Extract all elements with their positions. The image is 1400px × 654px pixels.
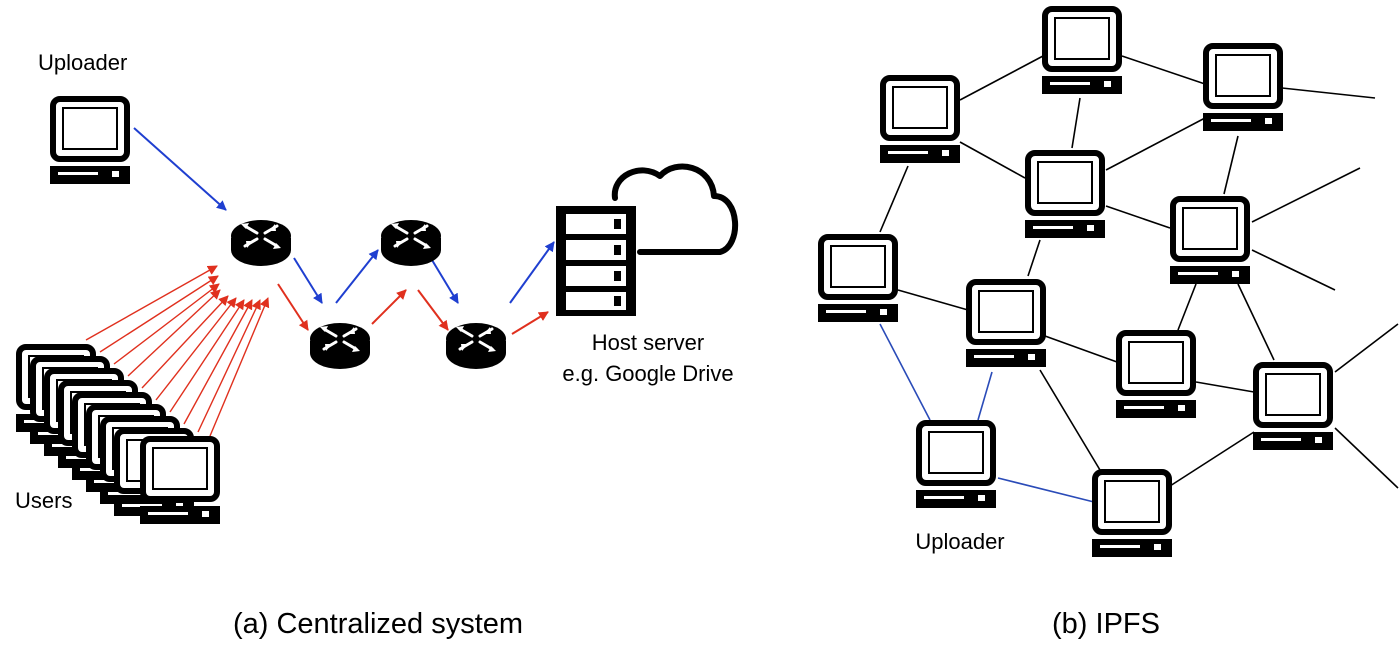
- peer-computer-icon: [1042, 9, 1122, 94]
- peer-computer-icon: [1092, 472, 1172, 557]
- server-rack-icon: [556, 206, 636, 316]
- download-path-arrows: [277, 283, 549, 335]
- router-icon: [444, 321, 508, 371]
- router-icon: [308, 321, 372, 371]
- user-request-lines: [85, 265, 270, 437]
- peer-computer-icon: [1170, 199, 1250, 284]
- user-computer-icon: [140, 439, 220, 524]
- peer-computer-icon: [966, 282, 1046, 367]
- caption-centralized: (a) Centralized system: [233, 608, 523, 640]
- peer-computers: [818, 9, 1333, 557]
- host-server-label: Host server: [592, 330, 704, 355]
- centralized-system-panel: Uploader Users: [15, 50, 738, 640]
- upload-path-arrows: [133, 127, 555, 304]
- host-server-example-label: e.g. Google Drive: [562, 361, 733, 386]
- uploader-links: [879, 323, 1095, 503]
- peer-computer-icon: [818, 237, 898, 322]
- caption-ipfs: (b) IPFS: [1052, 608, 1160, 640]
- router-icon: [229, 218, 293, 268]
- uploader-label: Uploader: [38, 50, 127, 75]
- uploader-computer-icon: [50, 99, 130, 184]
- ipfs-uploader-label: Uploader: [915, 529, 1004, 554]
- peer-computer-icon: [1203, 46, 1283, 131]
- peer-computer-icon: [880, 78, 960, 163]
- users-label: Users: [15, 488, 72, 513]
- peer-computer-icon: [1025, 153, 1105, 238]
- peer-computer-icon: [1253, 365, 1333, 450]
- uploader-peer-computer-icon: [916, 423, 996, 508]
- peer-computer-icon: [1116, 333, 1196, 418]
- peer-links: [879, 55, 1399, 489]
- ipfs-panel: Uploader (b) IPFS: [818, 9, 1399, 640]
- router-icon: [379, 218, 443, 268]
- cloud-icon: [611, 163, 738, 255]
